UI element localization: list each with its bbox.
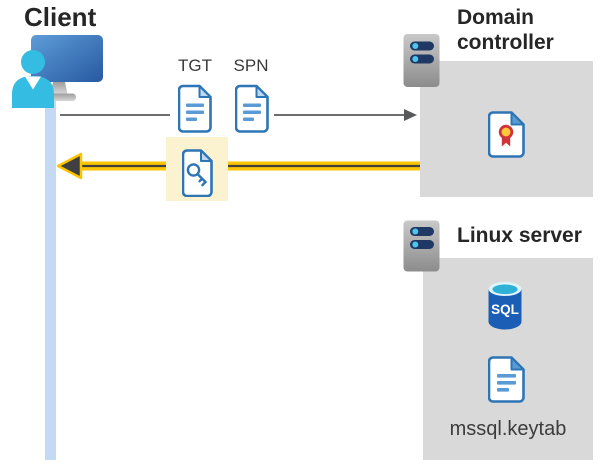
person-head <box>21 50 45 74</box>
monitor-stand <box>50 82 68 94</box>
certificate-icon <box>488 111 525 158</box>
domain-controller-label: Domain controller <box>457 6 554 54</box>
person-body <box>12 76 54 108</box>
key-ticket-icon <box>182 149 213 197</box>
tgt-ticket-icon <box>178 84 212 133</box>
linux-server-icon <box>403 220 440 272</box>
response-arrow <box>56 152 420 180</box>
client-lifeline-bar <box>45 93 56 460</box>
sql-database-icon: SQL <box>488 282 522 330</box>
linux-server-label: Linux server <box>457 224 582 247</box>
person-collar <box>25 76 41 90</box>
client-label: Client <box>24 2 97 32</box>
spn-label: SPN <box>233 56 269 75</box>
domain-server-icon <box>403 34 440 87</box>
client-user-monitor-icon <box>12 35 103 108</box>
tgt-label: TGT <box>178 56 212 75</box>
monitor-screen <box>31 35 103 82</box>
keytab-filename: mssql.keytab <box>449 418 567 440</box>
sql-label: SQL <box>491 302 519 317</box>
keytab-document-icon <box>488 356 525 403</box>
spn-ticket-icon <box>235 84 269 133</box>
